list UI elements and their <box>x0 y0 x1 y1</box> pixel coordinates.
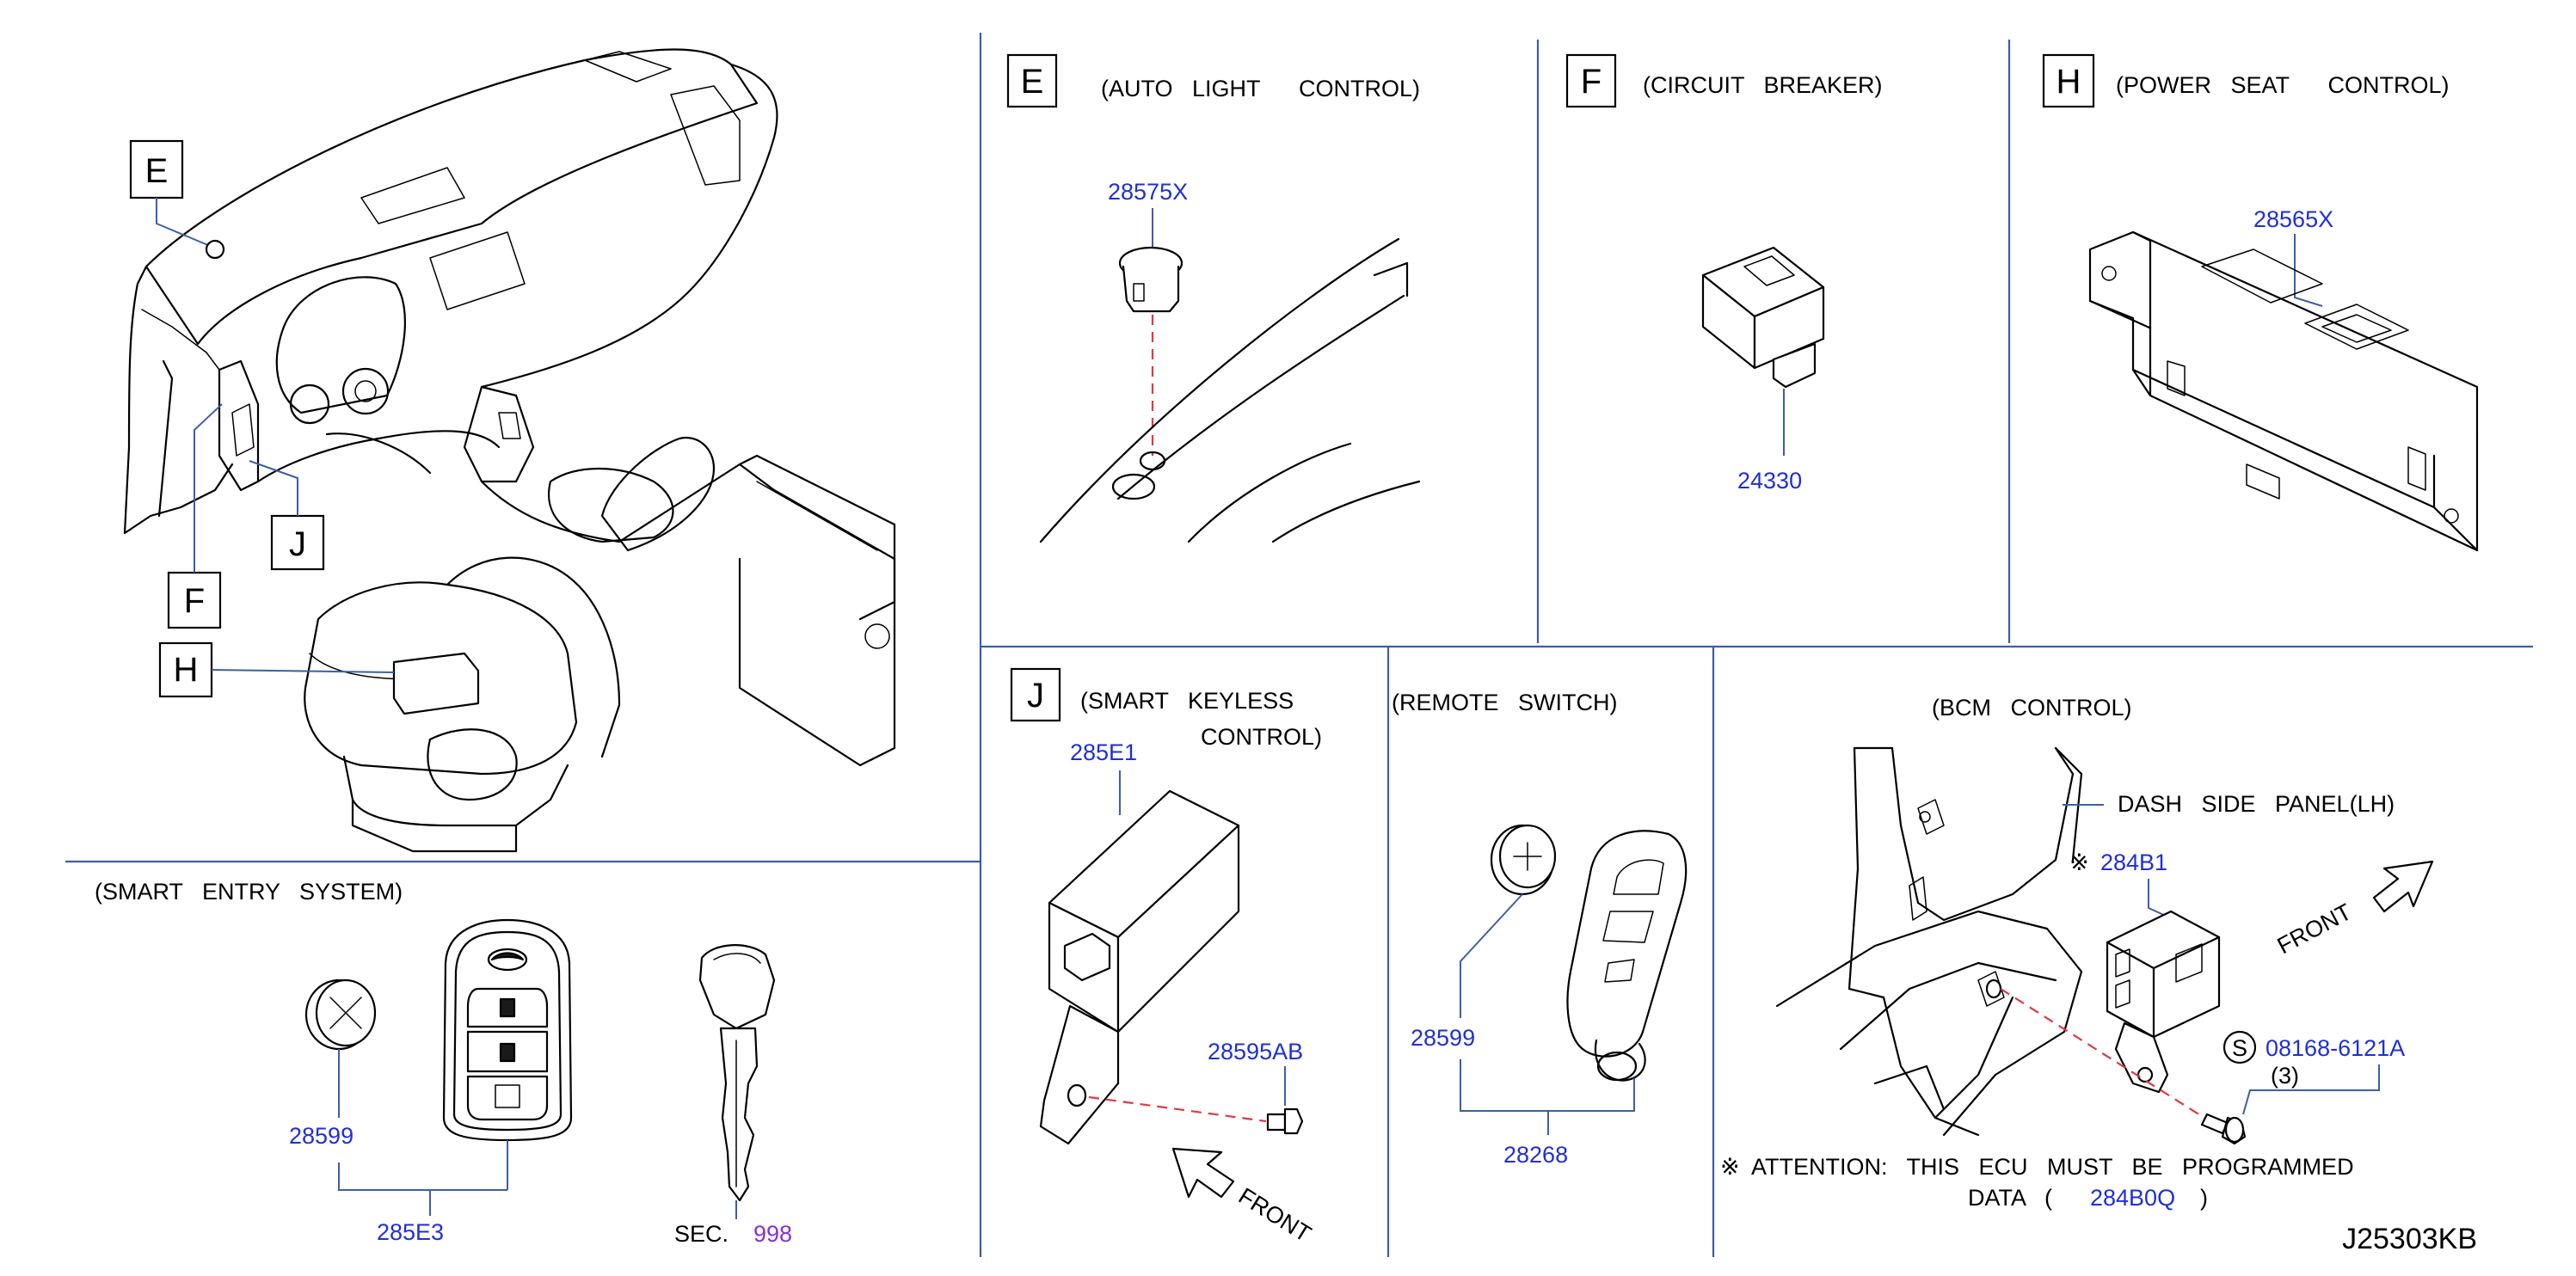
part-remote-28599: 28599 <box>1411 1025 1475 1051</box>
dash-side-panel-label: DASH SIDE PANEL(LH) <box>2118 791 2395 817</box>
sec-number: 998 <box>753 1221 792 1247</box>
attention-symbol: ※ <box>1720 1154 1740 1180</box>
panel-f-title: (CIRCUIT BREAKER) <box>1643 72 1883 98</box>
panel-smart-entry-system: (SMART ENTRY SYSTEM) 28599 285E3 SEC. 99… <box>95 879 792 1247</box>
part-smart-28599: 28599 <box>289 1123 354 1149</box>
alignment-line <box>2000 988 2208 1120</box>
part-285e1: 285E1 <box>1070 739 1137 765</box>
panel-j-title-line2: CONTROL) <box>1201 724 1322 750</box>
ecu-symbol: ※ <box>2069 850 2089 875</box>
panel-remote-switch: (REMOTE SWITCH) 28599 28268 <box>1392 690 1688 1168</box>
callout-h: H <box>174 651 199 689</box>
alignment-line <box>1088 1095 1267 1123</box>
diagram-id: J25303KB <box>2342 1223 2477 1255</box>
part-28595ab: 28595AB <box>1208 1039 1303 1064</box>
panel-smart-entry-title: (SMART ENTRY SYSTEM) <box>95 879 403 905</box>
callout-j: J <box>289 525 306 563</box>
panel-dividers <box>65 33 2533 1257</box>
panel-bcm-control: (BCM CONTROL) DASH SIDE PANEL(LH) ※ 284B… <box>1720 695 2434 1211</box>
panel-circuit-breaker: F (CIRCUIT BREAKER) 24330 <box>1565 53 1883 494</box>
attention-data-code: 284B0Q <box>2090 1185 2175 1211</box>
part-28268: 28268 <box>1503 1142 1568 1168</box>
panel-remote-title: (REMOTE SWITCH) <box>1392 690 1617 715</box>
panel-e-title: (AUTO LIGHT CONTROL) <box>1101 76 1420 101</box>
panel-smart-keyless-control: J (SMART KEYLESS CONTROL) 285E1 28595AB … <box>1010 667 1322 1248</box>
panel-f-letter: F <box>1581 63 1602 101</box>
attention-data-close: ) <box>2200 1185 2208 1211</box>
panel-j-front-label: FRONT <box>1234 1183 1316 1248</box>
panel-bcm-title: (BCM CONTROL) <box>1932 695 2132 721</box>
part-28575x: 28575X <box>1108 179 1188 205</box>
callout-f: F <box>184 582 205 620</box>
vehicle-overview-illustration <box>123 48 896 853</box>
sec-label: SEC. <box>674 1221 729 1247</box>
part-284b1: 284B1 <box>2100 850 2167 875</box>
panel-j-letter: J <box>1027 677 1044 715</box>
panel-h-letter: H <box>2056 63 2081 101</box>
part-24330: 24330 <box>1737 468 1802 494</box>
part-285e3: 285E3 <box>377 1219 444 1245</box>
panel-auto-light-control: E (AUTO LIGHT CONTROL) 28575X <box>1006 53 1421 543</box>
overview-callouts: E J F H <box>129 139 395 698</box>
panel-j-title-line1: (SMART KEYLESS <box>1080 688 1294 714</box>
panel-h-title: (POWER SEAT CONTROL) <box>2116 72 2450 98</box>
part-08168-6121a: 08168-6121A <box>2266 1035 2405 1061</box>
panel-e-letter: E <box>1021 63 1044 101</box>
attention-text: ATTENTION: THIS ECU MUST BE PROGRAMMED <box>1751 1154 2354 1180</box>
bcm-front-label: FRONT <box>2273 899 2356 959</box>
panel-power-seat-control: H (POWER SEAT CONTROL) 28565X <box>2042 53 2479 552</box>
attention-data-label: DATA ( <box>1968 1185 2052 1211</box>
screw-quantity: (3) <box>2271 1063 2299 1089</box>
screw-symbol: S <box>2232 1035 2247 1061</box>
callout-e: E <box>145 152 169 190</box>
part-28565x: 28565X <box>2253 206 2333 232</box>
